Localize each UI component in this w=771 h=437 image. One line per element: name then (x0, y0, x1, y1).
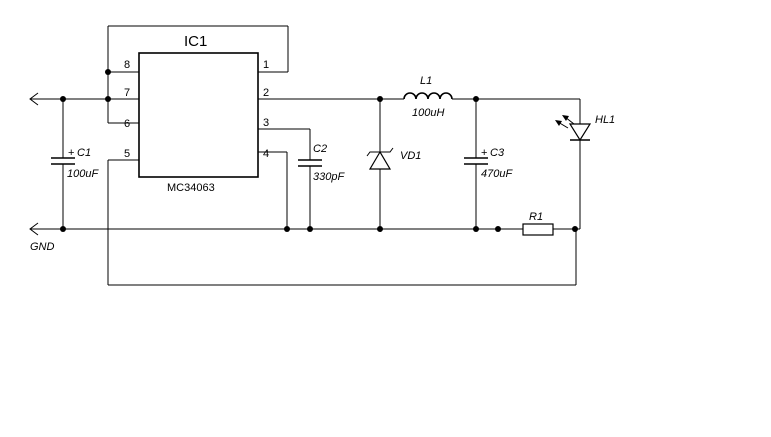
pin-label-7: 7 (124, 87, 130, 99)
pin-label-3: 3 (263, 117, 269, 129)
c2-value: 330pF (313, 171, 345, 183)
pin-label-6: 6 (124, 118, 130, 130)
capacitor-c3: + C3 470uF (464, 147, 513, 180)
c1-polarity: + (68, 147, 74, 159)
led-icon (568, 123, 592, 142)
l1-name: L1 (420, 75, 432, 87)
pin-label-8: 8 (124, 59, 130, 71)
capacitor-c1: + C1 100uF (51, 147, 99, 180)
ic1: IC1 MC34063 8 7 6 5 1 2 3 4 (124, 33, 269, 194)
pin-label-4: 4 (263, 148, 269, 160)
led-hl1: HL1 (555, 114, 615, 142)
junctions (60, 69, 578, 232)
ic1-part-number: MC34063 (167, 182, 215, 194)
inductor-icon (403, 92, 453, 100)
inductor-l1: L1 100uH (403, 75, 453, 119)
c2-name: C2 (313, 143, 327, 155)
c3-polarity: + (481, 147, 487, 159)
wires (30, 25, 581, 286)
resistor-icon (522, 223, 554, 236)
vin-arrow-icon (29, 92, 39, 106)
input-terminals (29, 92, 39, 236)
r1-name: R1 (529, 211, 543, 223)
vd1-name: VD1 (400, 150, 421, 162)
capacitor-c2: C2 330pF (298, 143, 345, 183)
l1-value: 100uH (412, 107, 444, 119)
c3-value: 470uF (481, 168, 513, 180)
resistor-r1: R1 (522, 211, 554, 236)
pin-label-5: 5 (124, 148, 130, 160)
pin-label-1: 1 (263, 59, 269, 71)
diode-icon (368, 150, 392, 170)
c3-name: C3 (490, 147, 505, 159)
ic1-body (138, 52, 259, 178)
c1-name: C1 (77, 147, 91, 159)
ic1-name: IC1 (184, 33, 207, 50)
hl1-name: HL1 (595, 114, 615, 126)
gnd-arrow-icon (29, 222, 39, 236)
c1-value: 100uF (67, 168, 99, 180)
diode-vd1: VD1 (366, 147, 421, 170)
pin-label-2: 2 (263, 87, 269, 99)
gnd-label: GND (30, 241, 55, 253)
